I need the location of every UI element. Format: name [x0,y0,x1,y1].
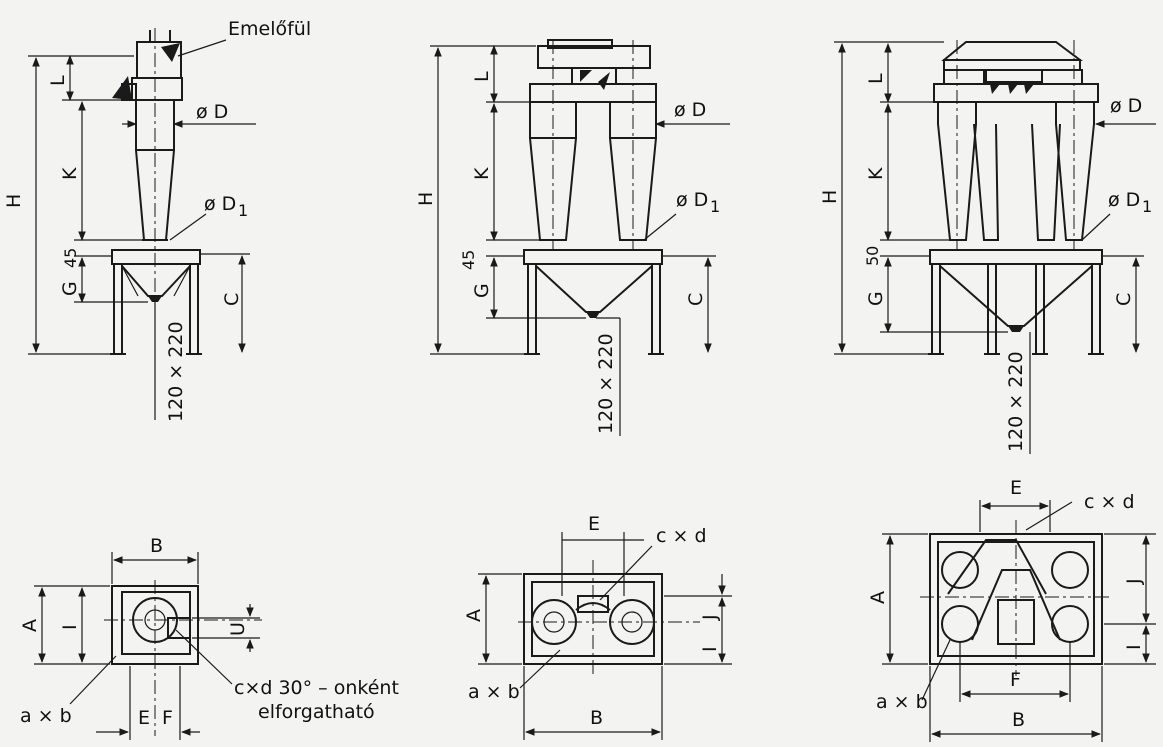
dim-45-label-2: 45 [459,250,478,270]
dim-g-label: G [59,281,81,296]
single-cyclone-plan: B A I U E F a × b c×d 30° – onként elfor… [19,535,399,740]
diameter-d1-subscript-3: 1 [1142,197,1152,216]
outlet-cxd-label-2: c × d [656,525,707,547]
inlet-axb-label-2: a × b [468,681,520,703]
dim-g-label-2: G [471,283,493,298]
dim-l-label-3: L [865,73,887,84]
dim-b-label: B [150,535,163,557]
dim-e-label: E [138,707,150,729]
dim-45-label: 45 [61,248,80,268]
dim-j-label-2: J [699,614,721,621]
dim-b-label-3: B [1012,709,1025,731]
single-cyclone-elevation: Emelőfül ø D ø D 1 H L K 45 G C 120 [3,18,311,422]
dim-a-label-2: A [463,609,485,622]
dim-e-label-2: E [588,513,600,535]
outlet-rotation-note-2: elforgatható [258,701,375,723]
diameter-d1-subscript-2: 1 [710,197,720,216]
diameter-d1-subscript: 1 [238,201,248,220]
quad-cyclone-plan: E c × d A J I F B a × b [867,477,1156,742]
lifting-lug-label: Emelőfül [228,18,311,40]
quad-cyclone-elevation: ø D ø D 1 H L K 50 G C 120 × 220 [819,40,1156,454]
dim-i-label-3: I [1123,644,1145,650]
outlet-cxd-label-3: c × d [1084,491,1135,513]
inlet-axb-label-3: a × b [876,691,928,713]
dim-b-label-2: B [590,707,603,729]
diameter-d1-label-2: ø D [676,189,708,211]
diameter-d-label-2: ø D [674,99,706,121]
diameter-d-label-3: ø D [1110,95,1142,117]
outlet-size-label: 120 × 220 [165,321,187,422]
diameter-d1-label: ø D [204,193,236,215]
diameter-d1-label-3: ø D [1108,189,1140,211]
dim-f-label-3: F [1010,669,1021,691]
dim-i-label-2: I [699,646,721,652]
dim-u-label: U [227,622,249,636]
dim-k-label: K [59,167,81,180]
dim-h-label: H [3,194,25,208]
double-cyclone-plan: E c × d A J I B a × b [463,513,732,740]
dim-l-label: L [47,75,69,86]
dim-k-label-2: K [471,167,493,180]
diameter-d-label: ø D [196,101,228,123]
dim-f-label: F [162,707,173,729]
dim-g-label-3: G [865,291,887,306]
dim-c-label: C [221,293,243,306]
dim-a-label-3: A [867,591,889,604]
dim-k-label-3: K [865,167,887,180]
dim-h-label-3: H [819,190,841,204]
dim-i-label: I [59,624,81,630]
outlet-size-label-2: 120 × 220 [595,333,617,434]
outlet-size-label-3: 120 × 220 [1005,351,1027,452]
dim-50-label: 50 [863,246,882,266]
dim-l-label-2: L [471,71,493,82]
dim-e-label-3: E [1010,477,1022,499]
dim-h-label-2: H [415,192,437,206]
dim-a-label: A [19,619,41,632]
lifting-lug-icon [161,43,180,62]
inlet-axb-label: a × b [20,705,72,727]
dim-c-label-2: C [685,293,707,306]
outlet-rotation-note: c×d 30° – onként [234,677,399,699]
dim-j-label-3: J [1123,578,1145,585]
double-cyclone-elevation: ø D ø D 1 H L K 45 G C 120 × 220 [415,39,730,436]
dim-c-label-3: C [1113,293,1135,306]
